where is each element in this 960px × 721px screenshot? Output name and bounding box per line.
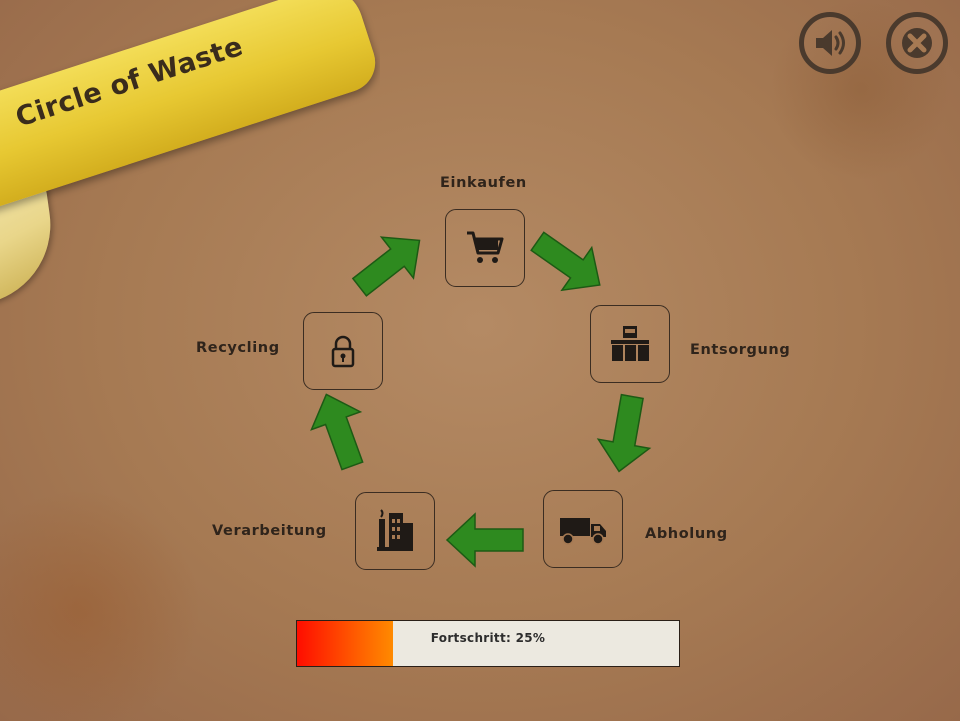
garbage-truck-icon <box>560 518 606 545</box>
factory-icon <box>377 509 413 551</box>
arrow-entsorgung-abholung <box>592 391 659 477</box>
arrow-einkaufen-entsorgung <box>521 219 616 307</box>
arrow-recycling-einkaufen <box>342 219 437 309</box>
close-icon <box>902 28 932 58</box>
label-recycling: Recycling <box>196 340 280 356</box>
label-einkaufen: Einkaufen <box>440 175 527 191</box>
label-abholung: Abholung <box>645 526 728 542</box>
arrow-abholung-verarbeitung <box>446 513 524 567</box>
label-entsorgung: Entsorgung <box>690 342 791 358</box>
station-recycling[interactable] <box>303 312 383 390</box>
padlock-icon <box>331 335 355 368</box>
shopping-cart-icon <box>467 231 504 263</box>
speaker-icon <box>816 30 845 56</box>
station-entsorgung[interactable] <box>590 305 670 383</box>
progress-fill <box>297 621 393 666</box>
waste-bins-icon <box>611 326 649 361</box>
progress-text: Fortschritt: 25% <box>430 631 546 645</box>
station-einkaufen[interactable] <box>445 209 525 287</box>
station-abholung[interactable] <box>543 490 623 568</box>
sound-button[interactable] <box>799 12 861 74</box>
arrow-verarbeitung-recycling <box>301 384 378 476</box>
progress-bar: Fortschritt: 25% <box>296 620 680 667</box>
station-verarbeitung[interactable] <box>355 492 435 570</box>
close-button[interactable] <box>886 12 948 74</box>
label-verarbeitung: Verarbeitung <box>212 523 327 539</box>
